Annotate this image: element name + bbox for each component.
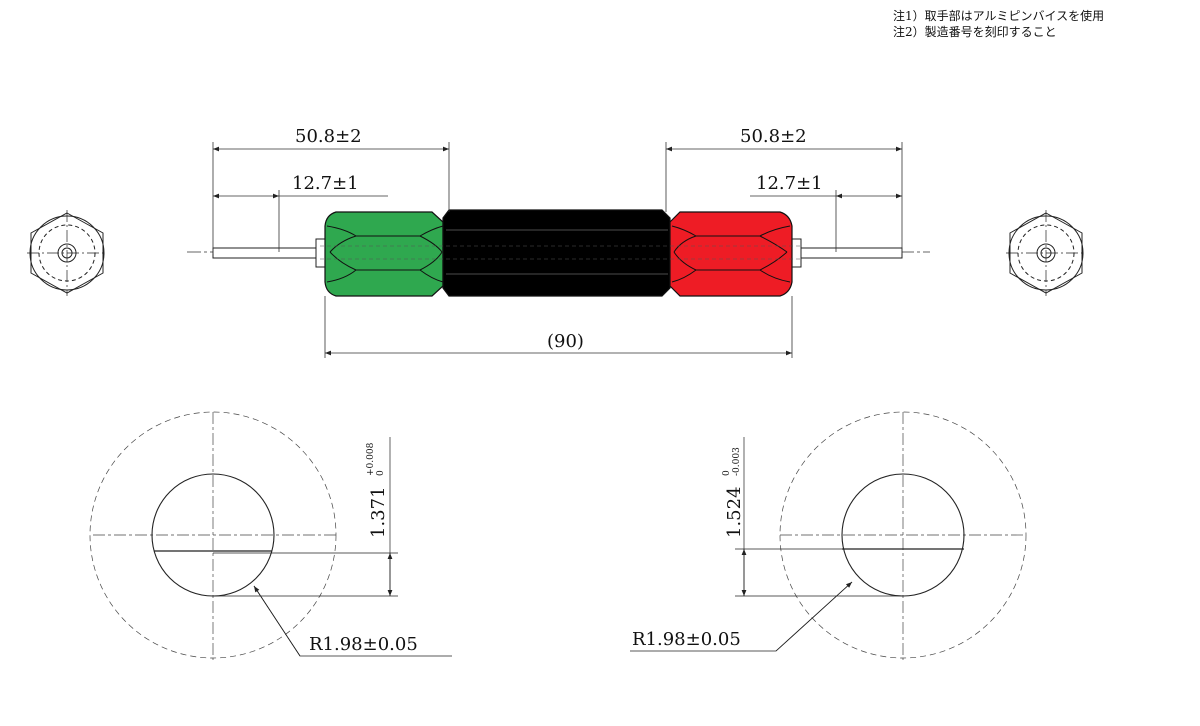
left-section-detail bbox=[89, 411, 452, 660]
right-tol-upper: 0 bbox=[722, 470, 732, 476]
dimension-lines bbox=[212, 142, 903, 358]
right-tol-lower: -0.003 bbox=[732, 447, 742, 476]
left-tol-upper: +0.008 bbox=[366, 442, 376, 476]
nogo-end-grip bbox=[669, 211, 793, 297]
left-tol-lower: 0 bbox=[376, 470, 386, 476]
handle-body bbox=[442, 209, 671, 297]
right-size-value: 1.524 bbox=[724, 486, 745, 538]
dim-right-pin: 12.7±1 bbox=[756, 173, 823, 194]
go-end-grip bbox=[324, 211, 444, 297]
left-end-view bbox=[27, 210, 107, 296]
dim-left-pin: 12.7±1 bbox=[292, 173, 359, 194]
right-section-detail bbox=[630, 411, 1027, 660]
right-size-dimension: 1.524 0 -0.003 bbox=[722, 447, 745, 538]
nogo-pin bbox=[799, 247, 903, 259]
left-size-dimension: 1.371 +0.008 0 bbox=[366, 442, 389, 538]
right-end-view bbox=[1006, 210, 1086, 296]
dim-right-total: 50.8±2 bbox=[740, 126, 807, 147]
gauge-side-view bbox=[187, 209, 930, 297]
notes-block: 注1）取手部はアルミピンバイスを使用 注2）製造番号を刻印すること bbox=[893, 8, 1104, 40]
left-size-value: 1.371 bbox=[368, 486, 389, 538]
go-pin bbox=[212, 247, 318, 259]
dim-left-total: 50.8±2 bbox=[295, 126, 362, 147]
right-radius-label: R1.98±0.05 bbox=[632, 629, 741, 650]
left-radius-label: R1.98±0.05 bbox=[309, 634, 418, 655]
note-2: 注2）製造番号を刻印すること bbox=[893, 25, 1057, 39]
dim-overall: (90) bbox=[547, 331, 584, 352]
note-1: 注1）取手部はアルミピンバイスを使用 bbox=[893, 9, 1105, 23]
